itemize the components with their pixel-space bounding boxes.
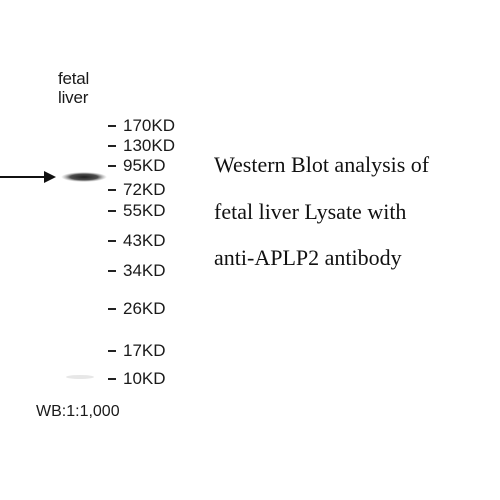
marker-label: 55KD	[123, 201, 166, 220]
arrow-icon	[0, 171, 56, 183]
faint-smudge	[66, 375, 94, 379]
caption-line2: fetal liver Lysate with	[214, 199, 407, 224]
marker-label: 95KD	[123, 156, 166, 175]
marker-label: 26KD	[123, 299, 166, 318]
marker-label: 17KD	[123, 341, 166, 360]
marker-label: 10KD	[123, 369, 166, 388]
marker-label: 170KD	[123, 116, 175, 135]
marker-34kd: 34KD	[108, 261, 166, 281]
lane-label-line1: fetal	[58, 69, 90, 88]
marker-tick	[108, 189, 116, 191]
dilution-label: WB:1:1,000	[36, 403, 120, 420]
marker-55kd: 55KD	[108, 201, 166, 221]
marker-10kd: 10KD	[108, 369, 166, 389]
marker-130kd: 130KD	[108, 136, 175, 156]
marker-95kd: 95KD	[108, 156, 166, 176]
marker-tick	[108, 308, 116, 310]
marker-170kd: 170KD	[108, 116, 175, 136]
marker-tick	[108, 145, 116, 147]
caption-line1: Western Blot analysis of	[214, 152, 430, 177]
marker-tick	[108, 240, 116, 242]
lane-label-line2: liver	[58, 88, 89, 107]
marker-tick	[108, 125, 116, 127]
protein-band	[61, 172, 107, 182]
marker-17kd: 17KD	[108, 341, 166, 361]
marker-tick	[108, 210, 116, 212]
marker-label: 72KD	[123, 180, 166, 199]
marker-label: 130KD	[123, 136, 175, 155]
marker-tick	[108, 378, 116, 380]
marker-72kd: 72KD	[108, 180, 166, 200]
marker-label: 34KD	[123, 261, 166, 280]
marker-tick	[108, 350, 116, 352]
marker-label: 43KD	[123, 231, 166, 250]
marker-26kd: 26KD	[108, 299, 166, 319]
marker-tick	[108, 165, 116, 167]
marker-tick	[108, 270, 116, 272]
marker-43kd: 43KD	[108, 231, 166, 251]
caption-line3: anti-APLP2 antibody	[214, 245, 402, 270]
